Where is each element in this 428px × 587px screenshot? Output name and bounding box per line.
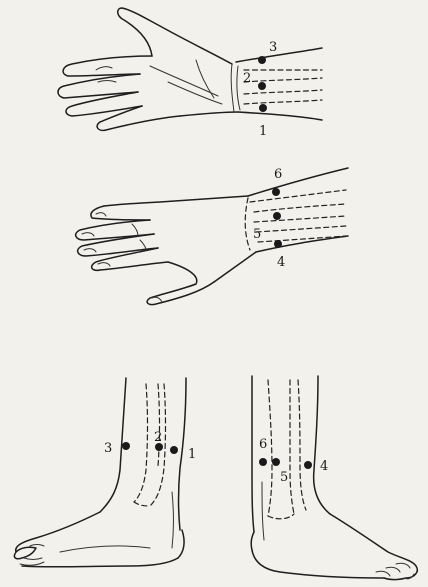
back-label-5: 5 [253,227,261,242]
back-of-hand-figure: 6 5 4 [76,167,348,305]
back-label-4: 4 [277,255,285,270]
inner-ankle-label-1: 1 [188,447,196,462]
back-point-4 [274,240,282,248]
palm-point-2 [258,82,266,90]
inner-ankle-point-3 [122,442,130,450]
inner-ankle-label-3: 3 [104,441,112,456]
palm-label-1: 1 [259,124,267,139]
outer-ankle-figure: 6 5 4 [251,376,417,580]
outer-ankle-label-5: 5 [280,470,288,485]
back-point-5 [273,212,281,220]
outer-ankle-point-4 [304,461,312,469]
outer-ankle-point-5 [272,458,280,466]
inner-ankle-figure: 3 2 1 [14,378,196,567]
inner-ankle-label-2: 2 [154,430,162,445]
outer-ankle-label-4: 4 [320,459,328,474]
palm-label-3: 3 [269,40,277,55]
outer-ankle-point-6 [259,458,267,466]
outer-ankle-label-6: 6 [259,437,267,452]
palm-point-3 [258,56,266,64]
palm-point-1 [259,104,267,112]
back-point-6 [272,188,280,196]
palm-label-2: 2 [243,71,251,86]
inner-ankle-point-1 [170,446,178,454]
back-label-6: 6 [274,167,282,182]
palm-hand-figure: 3 2 1 [58,8,322,139]
